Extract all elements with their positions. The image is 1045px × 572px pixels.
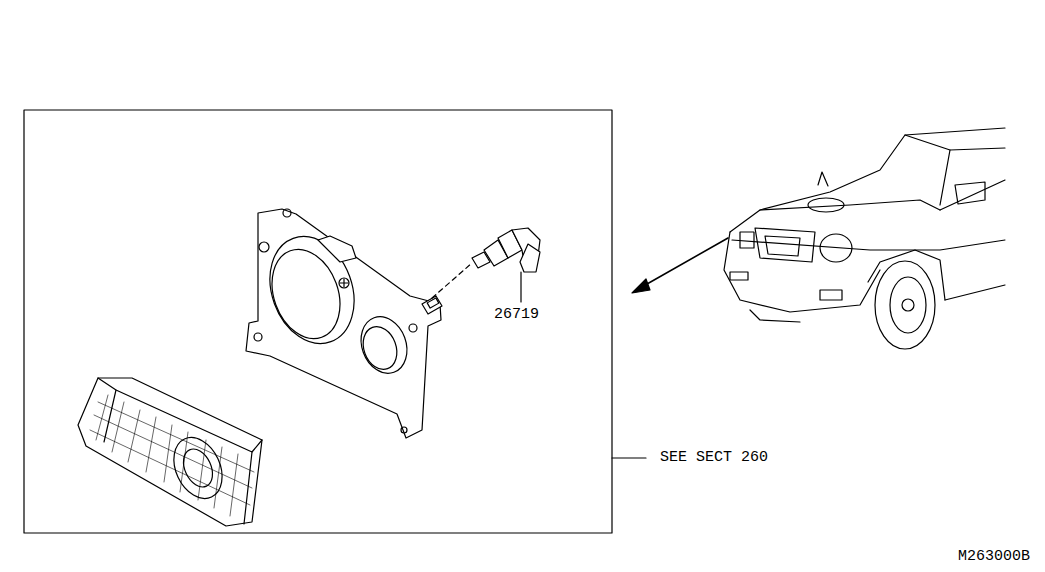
arrow-head	[632, 279, 650, 293]
lamp-bracket	[246, 209, 442, 438]
callout-number: 26719	[494, 307, 539, 322]
group-frame	[24, 110, 612, 533]
vehicle-sketch	[724, 128, 1005, 349]
lamp-lens	[78, 378, 262, 526]
pointer-arrow	[640, 238, 728, 288]
bulb	[432, 228, 540, 302]
section-reference: SEE SECT 260	[660, 450, 768, 465]
figure-code: M263000B	[958, 549, 1030, 564]
leader-line	[612, 457, 646, 458]
